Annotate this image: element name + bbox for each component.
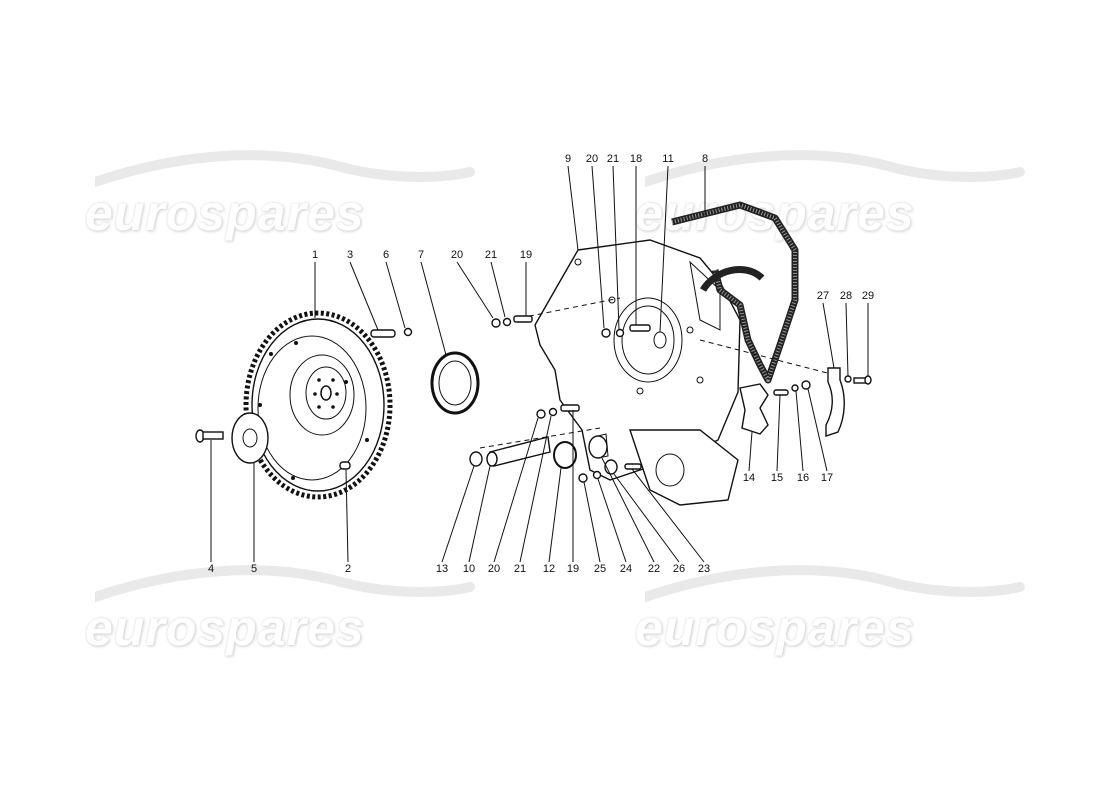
o-ring-part[interactable] — [469, 451, 483, 467]
washer-part[interactable] — [592, 470, 602, 480]
callout-5: 5 — [251, 563, 257, 575]
watermark-swoosh-icon — [645, 150, 1025, 187]
clutch-housing-part[interactable] — [534, 239, 741, 506]
callout-1: 1 — [312, 249, 318, 261]
washer-part[interactable] — [844, 375, 852, 383]
callout-11: 11 — [662, 153, 673, 165]
callout-18: 18 — [630, 153, 642, 165]
callout-20: 20 — [488, 563, 500, 575]
shaft-part[interactable] — [486, 436, 551, 467]
stud-part[interactable] — [629, 324, 651, 332]
ring-part[interactable] — [403, 327, 413, 337]
callout-23: 23 — [698, 563, 710, 575]
callout-19: 19 — [567, 563, 579, 575]
watermark-swoosh-icon — [645, 565, 1025, 602]
plate-part[interactable] — [231, 412, 269, 464]
callout-8: 8 — [702, 153, 708, 165]
callout-24: 24 — [620, 563, 632, 575]
bracket-part[interactable] — [739, 383, 769, 435]
bolt-part[interactable] — [195, 429, 224, 443]
callout-19: 19 — [520, 249, 532, 261]
callout-4: 4 — [208, 563, 214, 575]
callout-16: 16 — [797, 472, 809, 484]
callout-21: 21 — [485, 249, 497, 261]
stud-part[interactable] — [513, 315, 533, 323]
gasket-part[interactable] — [671, 201, 799, 384]
watermark-text: eurospares — [85, 185, 365, 241]
washer-part[interactable] — [615, 328, 625, 338]
watermark-text: eurospares — [635, 600, 915, 656]
nut-part[interactable] — [801, 380, 811, 390]
watermark: eurospares — [85, 565, 475, 656]
callout-20: 20 — [451, 249, 463, 261]
callout-12: 12 — [543, 563, 555, 575]
callout-13: 13 — [436, 563, 448, 575]
callout-3: 3 — [347, 249, 353, 261]
callout-14: 14 — [743, 472, 755, 484]
oil-seal-part[interactable] — [430, 351, 480, 415]
nut-part[interactable] — [578, 473, 588, 483]
watermark-swoosh-icon — [95, 565, 475, 602]
screw-part[interactable] — [853, 375, 872, 385]
callout-22: 22 — [648, 563, 660, 575]
washer-part[interactable] — [502, 317, 512, 327]
callout-27: 27 — [817, 290, 829, 302]
callout-7: 7 — [418, 249, 424, 261]
flywheel-part[interactable] — [243, 310, 393, 500]
stud-part[interactable] — [624, 463, 642, 470]
clamp-part[interactable] — [825, 367, 845, 437]
callout-26: 26 — [673, 563, 685, 575]
callout-17: 17 — [821, 472, 833, 484]
callout-2: 2 — [345, 563, 351, 575]
nut-part[interactable] — [601, 328, 611, 338]
stud-part[interactable] — [773, 389, 789, 396]
callout-9: 9 — [565, 153, 571, 165]
callout-25: 25 — [594, 563, 606, 575]
callout-6: 6 — [383, 249, 389, 261]
callout-labels: 1 3 6 7 20 21 19 9 20 21 18 11 8 27 28 2… — [208, 153, 874, 575]
seal-ring-part[interactable] — [553, 441, 577, 469]
callout-28: 28 — [840, 290, 852, 302]
leader-lines — [210, 165, 869, 563]
callout-21: 21 — [607, 153, 619, 165]
washer-part[interactable] — [548, 407, 558, 417]
watermark-text: eurospares — [635, 185, 915, 241]
washer-part[interactable] — [791, 384, 799, 392]
callout-21: 21 — [514, 563, 526, 575]
bushing-part[interactable] — [588, 433, 609, 459]
nut-part[interactable] — [491, 318, 501, 328]
watermark: eurospares — [635, 150, 1025, 241]
callout-10: 10 — [463, 563, 475, 575]
dowel-part[interactable] — [370, 329, 396, 338]
watermark: eurospares — [85, 150, 475, 241]
nut-part[interactable] — [536, 409, 546, 419]
watermark-text: eurospares — [85, 600, 365, 656]
callout-20: 20 — [586, 153, 598, 165]
callout-29: 29 — [862, 290, 874, 302]
watermark-swoosh-icon — [95, 150, 475, 187]
watermark: eurospares — [635, 565, 1025, 656]
stud-part[interactable] — [560, 404, 580, 412]
callout-15: 15 — [771, 472, 783, 484]
